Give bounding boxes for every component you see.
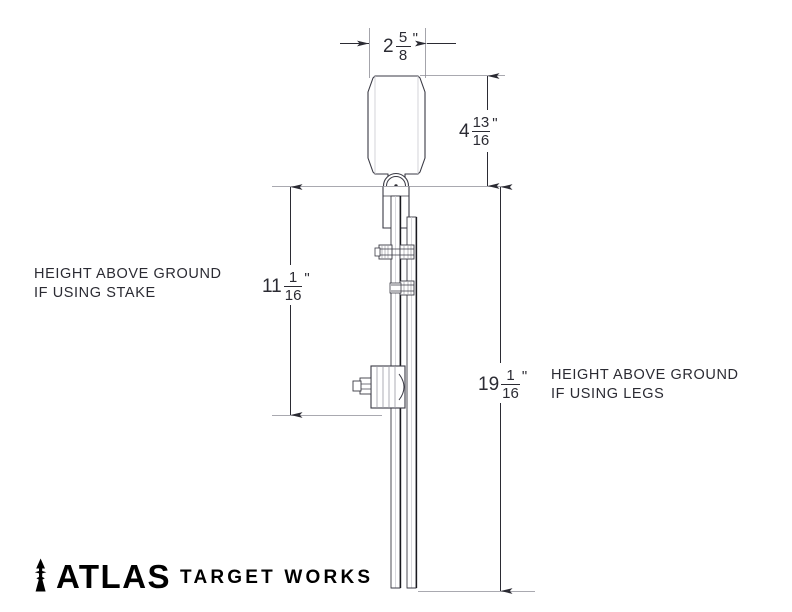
fraction-numerator: 13	[472, 114, 490, 131]
inch-mark: "	[521, 368, 528, 385]
fraction-numerator: 5	[398, 29, 408, 46]
brand-primary-text: ATLAS	[56, 558, 172, 595]
dimension-whole: 2	[383, 36, 394, 58]
lower-bolt-assembly	[389, 280, 415, 296]
fraction-denominator: 16	[472, 132, 490, 150]
upper-bolt-assembly	[374, 244, 415, 260]
dimension-lines	[290, 40, 513, 594]
brand-secondary-text: TARGET WORKS	[180, 567, 374, 588]
dimension-target-height: 4 13 16 "	[459, 115, 498, 149]
dimension-target-width: 2 5 8 "	[383, 30, 418, 64]
note-height-above-ground-legs: HEIGHT ABOVE GROUND IF USING LEGS	[551, 367, 739, 402]
dimension-height-legs: 19 1 16 "	[478, 368, 527, 402]
inch-mark: "	[412, 30, 418, 47]
fraction-numerator: 1	[288, 269, 298, 286]
dimension-fraction: 13 16	[471, 114, 491, 150]
note-height-above-ground-stake: HEIGHT ABOVE GROUND IF USING STAKE	[34, 266, 222, 301]
target-plate	[367, 75, 426, 187]
inch-mark: "	[304, 270, 310, 287]
dimension-fraction: 1 16	[283, 269, 303, 305]
fraction-bar	[283, 286, 303, 288]
brand-logo: ATLAS TARGET WORKS	[28, 558, 374, 595]
fraction-bar	[501, 384, 520, 386]
dimension-whole: 4	[459, 121, 470, 143]
dimension-fraction: 5 8	[395, 29, 411, 65]
fraction-denominator: 16	[502, 385, 519, 403]
fraction-bar	[395, 46, 411, 48]
dimension-height-stake: 11 1 16 "	[262, 270, 310, 304]
fraction-denominator: 8	[398, 47, 408, 65]
fraction-bar	[471, 131, 491, 133]
dimension-whole: 19	[478, 374, 500, 396]
leg-upright	[406, 216, 418, 589]
dimension-whole: 11	[262, 276, 282, 298]
fraction-numerator: 1	[506, 367, 515, 384]
dimension-fraction: 1 16	[501, 368, 520, 402]
atlas-figure-mark-icon	[34, 558, 47, 592]
fraction-denominator: 16	[284, 287, 302, 305]
inch-mark: "	[492, 115, 498, 132]
clamp-block	[352, 365, 406, 409]
